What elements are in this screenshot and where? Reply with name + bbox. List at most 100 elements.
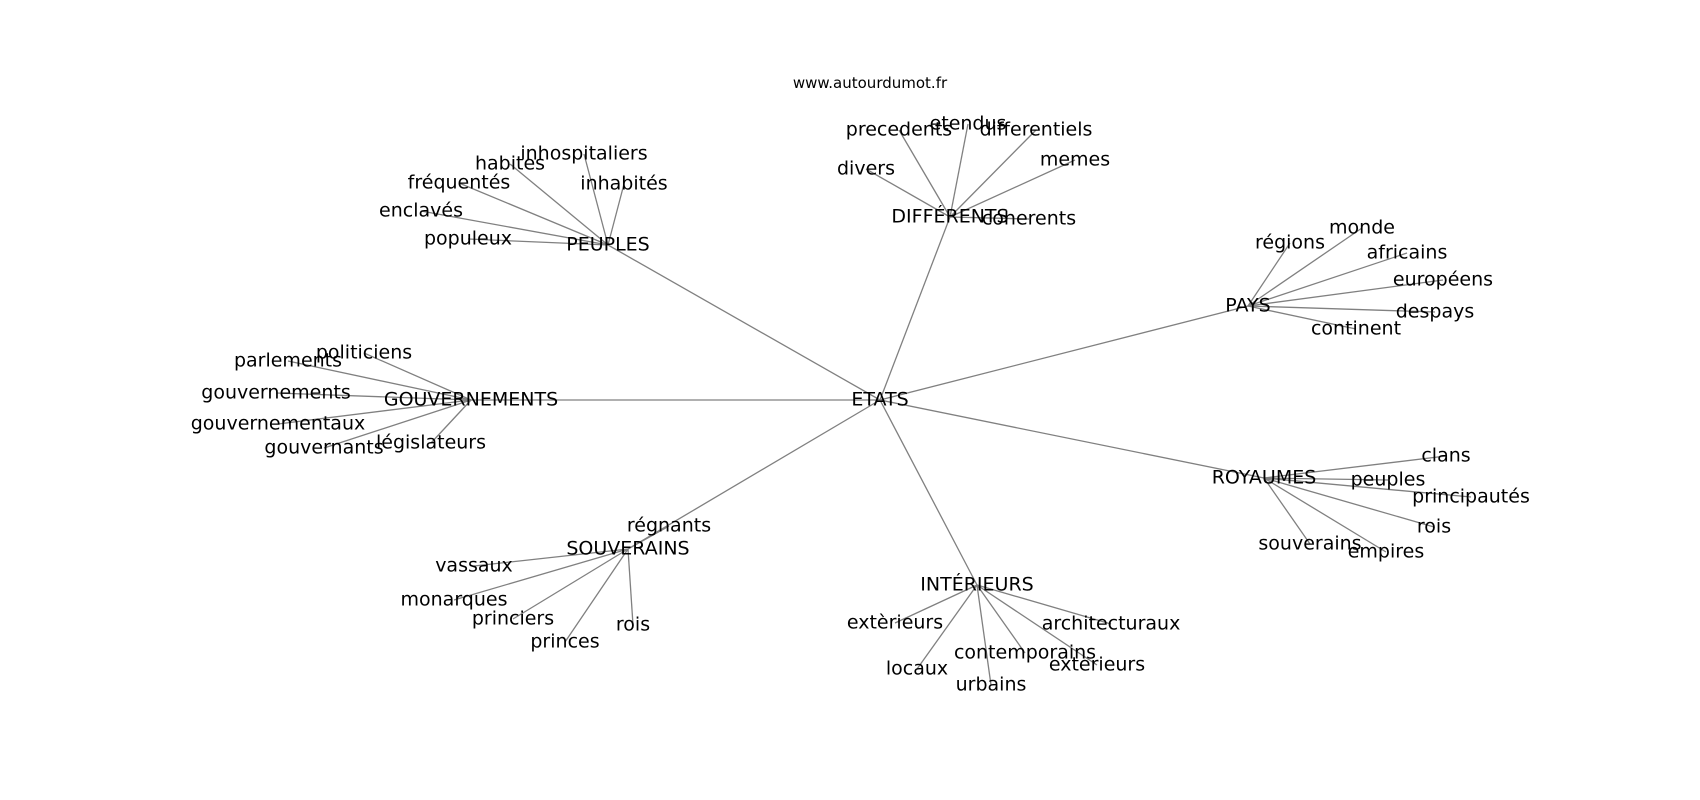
source-url: www.autourdumot.fr [793, 74, 948, 92]
leaf-node: populeux [424, 228, 512, 250]
edge-hub-leaf [1247, 242, 1291, 307]
leaf-node: gouvernementaux [191, 413, 366, 435]
edge-hub-leaf [564, 548, 629, 643]
leaf-node: urbains [956, 674, 1027, 696]
leaf-node: peuples [1351, 469, 1426, 491]
leaf-node: fréquentés [408, 172, 511, 194]
edge-hub-leaf [1263, 477, 1435, 528]
edge-hub-leaf [898, 129, 951, 218]
leaf-node: monde [1329, 217, 1395, 239]
edge-hub-leaf [949, 129, 1037, 218]
leaf-node: rois [1417, 516, 1451, 538]
edge-center-hub [607, 244, 881, 401]
hub-node: DIFFÉRENTS [891, 205, 1008, 228]
edge-center-hub [879, 399, 1265, 479]
hub-node: ROYAUMES [1212, 467, 1317, 489]
leaf-node: continent [1311, 318, 1401, 340]
leaf-node: souverains [1258, 533, 1361, 555]
leaf-node: architecturaux [1042, 613, 1181, 635]
edge-hub-leaf [420, 210, 609, 246]
edge-hub-leaf [1247, 305, 1436, 313]
edge-hub-leaf [865, 168, 951, 218]
edge-hub-leaf [277, 399, 472, 425]
edge-hub-leaf [467, 238, 609, 246]
leaf-node: politiciens [316, 342, 412, 364]
leaf-node: gouvernements [201, 382, 350, 404]
edge-hub-leaf [976, 584, 1098, 666]
edge-hub-leaf [976, 584, 992, 686]
edge-hub-leaf [1263, 455, 1447, 479]
leaf-node: habites [475, 153, 545, 175]
edge-hub-leaf [512, 548, 629, 620]
edge-hub-leaf [976, 584, 1026, 654]
edge-hub-leaf [1247, 227, 1363, 307]
leaf-node: empires [1348, 541, 1425, 563]
leaf-node: africains [1367, 242, 1448, 264]
edge-hub-leaf [453, 548, 629, 601]
center-node: ETATS [851, 389, 908, 411]
edge-hub-leaf [363, 352, 472, 401]
edge-hub-leaf [1263, 477, 1472, 498]
leaf-node: inhabités [580, 173, 667, 195]
leaf-node: monarques [401, 589, 508, 611]
edge-hub-leaf [627, 525, 670, 550]
edge-center-hub [879, 216, 951, 401]
edge-hub-leaf [509, 163, 609, 246]
edge-hub-leaf [430, 399, 472, 444]
edge-hub-leaf [1263, 477, 1387, 553]
edge-hub-leaf [607, 183, 625, 246]
hub-node: PEUPLES [566, 234, 649, 256]
leaf-node: rois [616, 614, 650, 636]
edge-center-hub [627, 399, 881, 550]
hub-node: SOUVERAINS [566, 538, 689, 560]
leaf-node: princes [530, 631, 599, 653]
leaf-node: locaux [886, 658, 948, 680]
edge-hub-leaf [949, 123, 969, 218]
leaf-node: vassaux [435, 555, 513, 577]
leaf-node: régions [1255, 232, 1325, 254]
edge-hub-leaf [949, 216, 1030, 220]
leaf-node: precedents [846, 119, 952, 141]
edge-hub-leaf [1263, 477, 1311, 545]
edge-hub-leaf [323, 399, 472, 449]
hub-node: PAYS [1225, 295, 1270, 317]
edge-center-hub [879, 305, 1249, 401]
leaf-node: législateurs [376, 432, 486, 454]
leaf-node: exterieurs [1049, 654, 1145, 676]
leaf-node: etendus [930, 113, 1007, 135]
edge-hub-leaf [275, 392, 472, 401]
edge-hub-leaf [894, 584, 978, 624]
leaf-node: coherents [982, 208, 1076, 230]
graph-edges [275, 123, 1472, 686]
edge-hub-leaf [1247, 305, 1357, 330]
edge-hub-leaf [583, 153, 609, 246]
edge-hub-leaf [1247, 279, 1444, 307]
leaf-node: principautés [1412, 486, 1530, 508]
leaf-node: despays [1396, 301, 1475, 323]
hub-node: GOUVERNEMENTS [384, 389, 558, 411]
edge-hub-leaf [287, 360, 472, 401]
leaf-node: parlements [234, 350, 342, 372]
leaf-node: differentiels [980, 119, 1093, 141]
edge-hub-leaf [916, 584, 978, 670]
edge-hub-leaf [458, 182, 609, 246]
edge-hub-leaf [473, 548, 629, 567]
edge-hub-leaf [976, 584, 1112, 625]
leaf-node: régnants [627, 515, 711, 537]
leaf-node: princiers [472, 608, 554, 630]
leaf-node: divers [837, 158, 895, 180]
leaf-node: européens [1393, 269, 1493, 291]
leaf-node: memes [1040, 149, 1110, 171]
edge-center-hub [879, 399, 978, 586]
leaf-node: clans [1421, 445, 1470, 467]
edge-hub-leaf [627, 548, 634, 626]
leaf-node: gouvernants [264, 437, 383, 459]
edge-hub-leaf [949, 159, 1076, 218]
leaf-node: extèrieurs [847, 612, 943, 634]
edge-hub-leaf [1263, 477, 1389, 481]
hub-node: INTÉRIEURS [920, 573, 1033, 596]
graph-labels: www.autourdumot.fr ETATS DIFFÉRENTS preced… [191, 74, 1530, 696]
edge-hub-leaf [1247, 252, 1408, 307]
leaf-node: enclavés [379, 200, 463, 222]
